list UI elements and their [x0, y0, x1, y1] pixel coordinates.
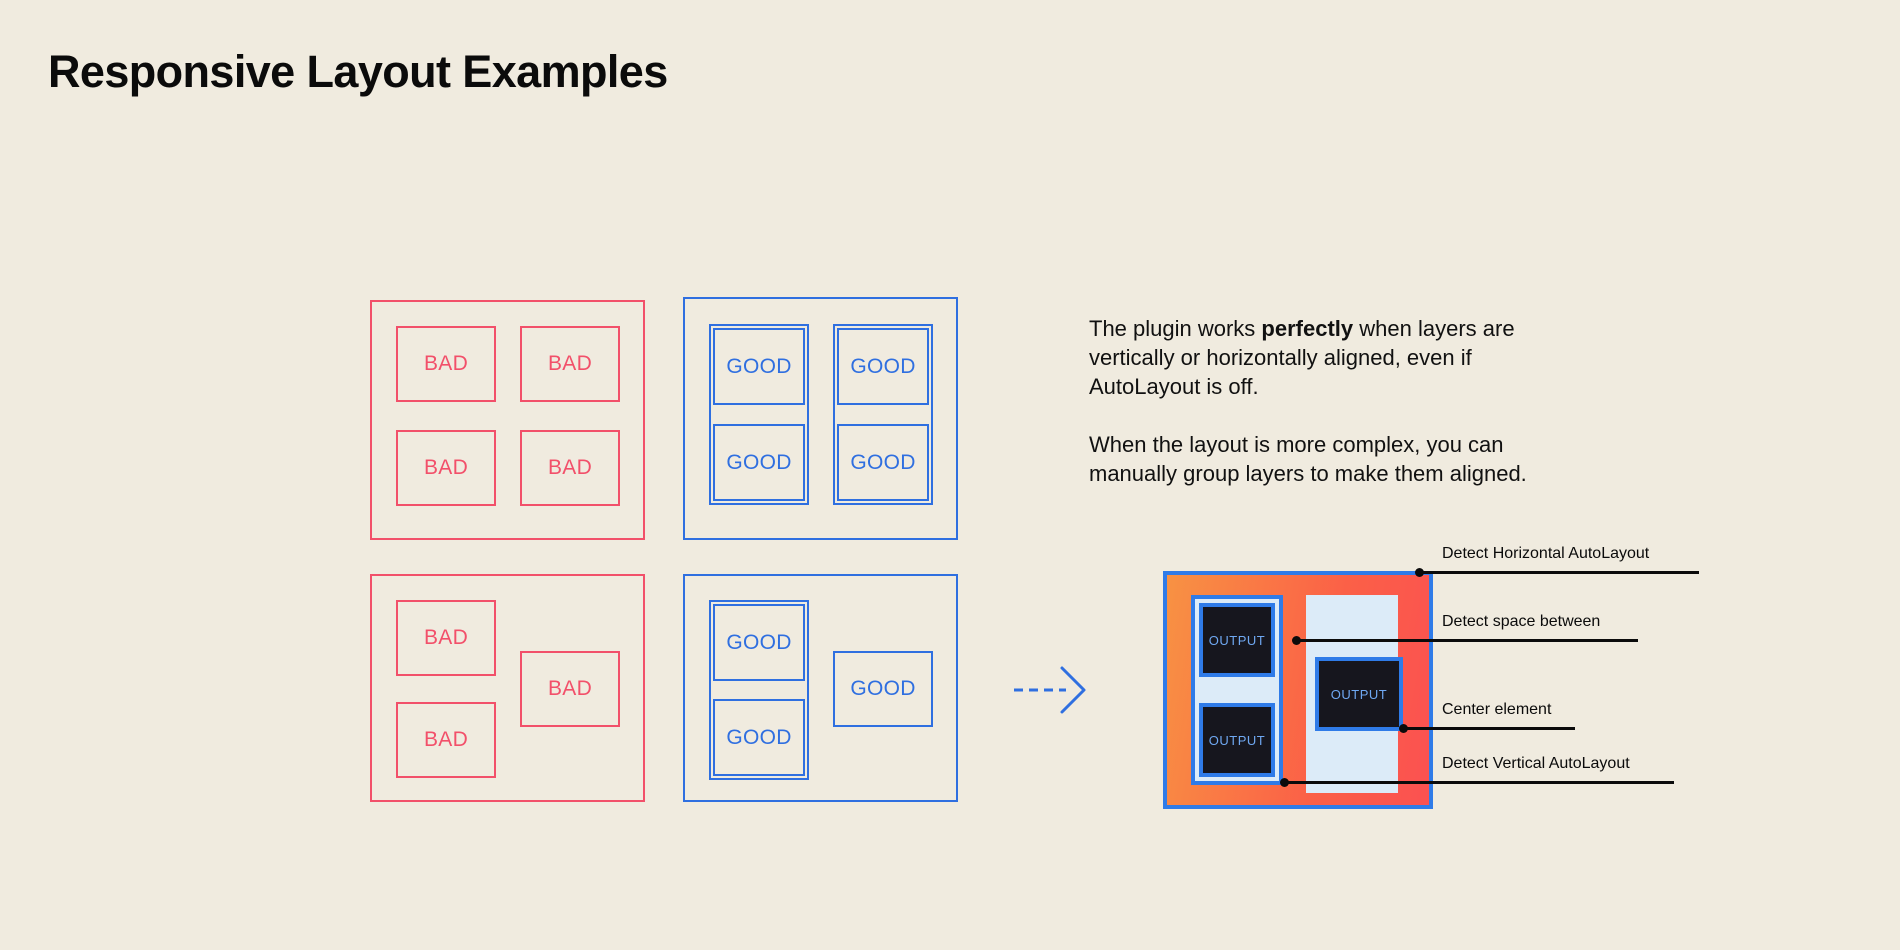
bad-cell: BAD — [396, 430, 496, 506]
center-element-panel: OUTPUT — [1306, 595, 1403, 793]
annotation-label: Detect Horizontal AutoLayout — [1442, 545, 1650, 562]
cell-label: BAD — [423, 728, 469, 751]
cell-label: BAD — [547, 677, 593, 700]
output-box: OUTPUT — [1315, 657, 1403, 731]
good-cell: GOOD — [833, 651, 933, 727]
good-cell: GOOD — [713, 604, 805, 681]
autolayout-detection-preview: OUTPUT OUTPUT OUTPUT — [1163, 571, 1433, 809]
paragraph-one: The plugin works perfectly when layers a… — [1089, 314, 1559, 401]
paragraph-two: When the layout is more complex, you can… — [1089, 432, 1527, 486]
cell-label: GOOD — [726, 630, 792, 654]
bad-cell: BAD — [520, 326, 620, 402]
cell-label: BAD — [423, 352, 469, 375]
paragraph-one-part-a: The plugin works — [1089, 316, 1262, 341]
bad-cell: BAD — [396, 702, 496, 778]
good-group-wrapper: GOOD GOOD — [709, 324, 809, 505]
dashed-arrow-right-icon — [1012, 660, 1092, 725]
output-label: OUTPUT — [1330, 686, 1388, 702]
bad-cell: BAD — [520, 430, 620, 506]
cell-label: GOOD — [726, 725, 792, 749]
cell-label: BAD — [547, 352, 593, 375]
cell-label: GOOD — [726, 450, 792, 474]
output-box: OUTPUT — [1199, 703, 1275, 777]
output-label: OUTPUT — [1208, 732, 1266, 748]
good-group-wrapper: GOOD GOOD — [833, 324, 933, 505]
bad-aligned-grid-frame: BAD BAD BAD BAD — [370, 300, 645, 540]
annotation-label: Center element — [1442, 701, 1552, 718]
bad-cell: BAD — [396, 326, 496, 402]
bad-cell: BAD — [520, 651, 620, 727]
annotation-leader-line — [1419, 571, 1699, 574]
annotation-label: Detect space between — [1442, 613, 1601, 630]
good-cell: GOOD — [837, 328, 929, 405]
annotation-label: Detect Vertical AutoLayout — [1442, 755, 1630, 772]
cell-label: BAD — [423, 626, 469, 649]
cell-label: GOOD — [850, 450, 916, 474]
good-cell: GOOD — [837, 424, 929, 501]
vertical-autolayout-group: OUTPUT OUTPUT — [1191, 595, 1283, 785]
cell-label: BAD — [547, 456, 593, 479]
cell-label: BAD — [423, 456, 469, 479]
output-label: OUTPUT — [1208, 632, 1266, 648]
cell-label: GOOD — [726, 354, 792, 378]
annotation-leader-line — [1296, 639, 1638, 642]
good-cell: GOOD — [713, 424, 805, 501]
paragraph-one-part-b: when layers are vertically or horizontal… — [1089, 316, 1515, 399]
annotation-leader-line — [1403, 727, 1575, 730]
good-complex-frame: GOOD GOOD GOOD — [683, 574, 958, 802]
cell-label: GOOD — [850, 354, 916, 378]
paragraph-one-bold: perfectly — [1261, 316, 1354, 341]
annotation-leader-line — [1284, 781, 1674, 784]
good-group-wrapper: GOOD GOOD — [709, 600, 809, 780]
output-box: OUTPUT — [1199, 603, 1275, 677]
page-title: Responsive Layout Examples — [48, 46, 668, 97]
good-cell: GOOD — [713, 328, 805, 405]
bad-complex-frame: BAD BAD BAD — [370, 574, 645, 802]
cell-label: GOOD — [850, 677, 916, 700]
good-aligned-grid-frame: GOOD GOOD GOOD GOOD — [683, 297, 958, 540]
bad-cell: BAD — [396, 600, 496, 676]
good-cell: GOOD — [713, 699, 805, 776]
